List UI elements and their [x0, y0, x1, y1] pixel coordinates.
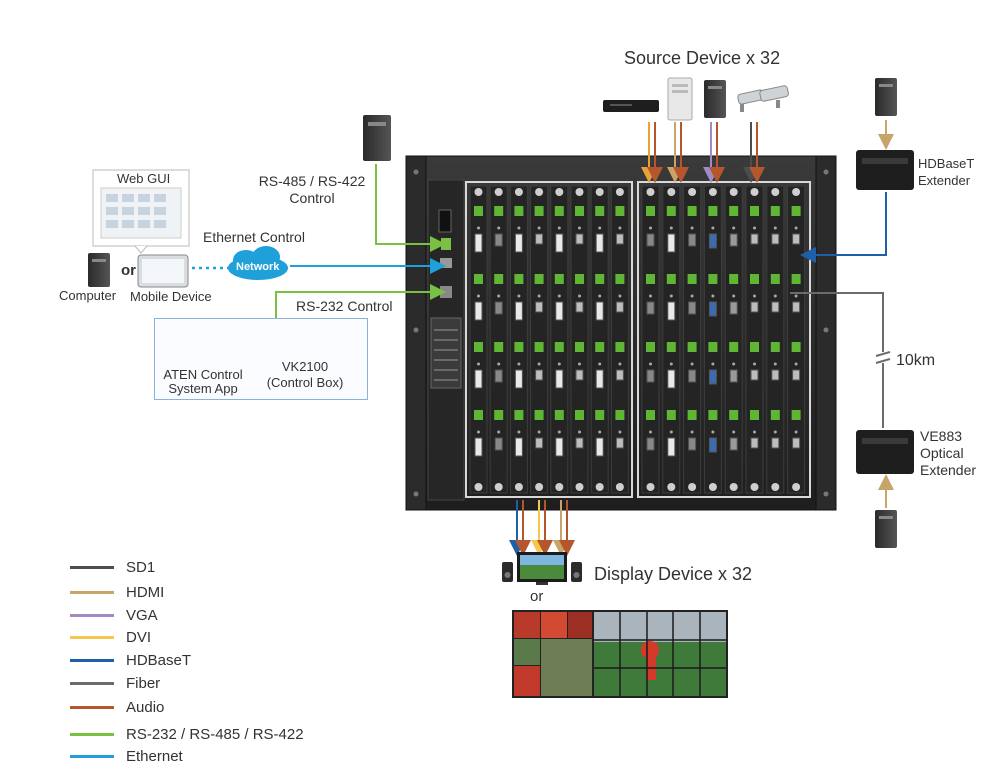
ve883-label-3: Extender: [920, 462, 977, 478]
io-card: [724, 185, 743, 494]
ethernet-control-label: Ethernet Control: [203, 229, 305, 245]
ve883-label-1: VE883: [920, 428, 963, 444]
rs485-computer: [363, 115, 446, 252]
hdbaset-label-1: HDBaseT: [918, 156, 975, 171]
legend-item: HDMI: [70, 581, 164, 603]
display-devices-label: Display Device x 32: [594, 564, 753, 584]
io-card: [590, 185, 609, 494]
video-wall-icon: [512, 610, 728, 698]
io-card: [570, 185, 589, 494]
matrix-chassis: [405, 155, 837, 511]
legend-swatch: [70, 732, 114, 736]
or-mobile-label: or: [121, 262, 136, 279]
source-devices: [603, 77, 789, 183]
network-label: Network: [236, 261, 280, 273]
legend-swatch: [70, 565, 114, 569]
io-card: [787, 185, 806, 494]
io-card: [509, 185, 528, 494]
hdbaset-label-2: Extender: [918, 173, 971, 188]
legend-swatch: [70, 754, 114, 758]
io-card: [469, 185, 488, 494]
media-player-icon: [603, 100, 659, 112]
web-gui-label: Web GUI: [117, 171, 171, 186]
computer-icon: [88, 253, 110, 287]
legend-swatch: [70, 613, 114, 617]
io-card: [745, 185, 764, 494]
distance-label: 10km: [896, 352, 936, 369]
ve883-label-2: Optical: [920, 445, 964, 461]
mobile-device-label: Mobile Device: [130, 289, 212, 304]
io-card: [530, 185, 549, 494]
security-camera-icon: [737, 85, 789, 112]
hdbaset-extender: [800, 78, 914, 263]
io-card: [703, 185, 722, 494]
legend-swatch: [70, 635, 114, 639]
aten-app-label-2: System App: [168, 381, 238, 396]
legend-item: HDBaseT: [70, 649, 191, 671]
legend-item: Fiber: [70, 672, 160, 694]
legend-item: VGA: [70, 604, 158, 626]
legend-item: Audio: [70, 696, 164, 718]
vk2100-label-2: (Control Box): [266, 375, 344, 390]
mobile-device-icon: [137, 254, 189, 288]
server-icon: [667, 77, 693, 121]
control-app-panel: [154, 318, 368, 400]
network-cloud-icon: [228, 246, 288, 280]
io-card: [766, 185, 785, 494]
computer-label: Computer: [59, 288, 117, 303]
io-card: [550, 185, 569, 494]
legend-item: Ethernet: [70, 745, 183, 767]
optical-extender: [790, 292, 914, 548]
rs232-control-label: RS-232 Control: [296, 298, 393, 314]
legend-swatch: [70, 705, 114, 709]
legend-item: DVI: [70, 626, 151, 648]
input-cards: [641, 185, 806, 494]
io-card: [641, 185, 660, 494]
legend-item: SD1: [70, 556, 155, 578]
web-gui-panel: [92, 169, 190, 254]
legend-swatch: [70, 590, 114, 594]
display-or-label: or: [530, 588, 544, 605]
output-cards: [469, 185, 629, 494]
io-card: [683, 185, 702, 494]
rs485-control-label: Control: [289, 190, 335, 206]
source-devices-label: Source Device x 32: [624, 48, 781, 68]
io-card: [662, 185, 681, 494]
output-arrows: [509, 500, 575, 556]
legend-swatch: [70, 681, 114, 685]
io-card: [610, 185, 629, 494]
vk2100-label-1: VK2100: [281, 359, 329, 374]
aten-app-label-1: ATEN Control: [163, 367, 243, 382]
legend-item: RS-232 / RS-485 / RS-422: [70, 723, 304, 745]
io-card: [489, 185, 508, 494]
legend-swatch: [70, 658, 114, 662]
rs485-label: RS-485 / RS-422: [258, 173, 366, 189]
computer-tower-icon: [704, 80, 726, 118]
tv-with-speakers-icon: [502, 552, 582, 585]
